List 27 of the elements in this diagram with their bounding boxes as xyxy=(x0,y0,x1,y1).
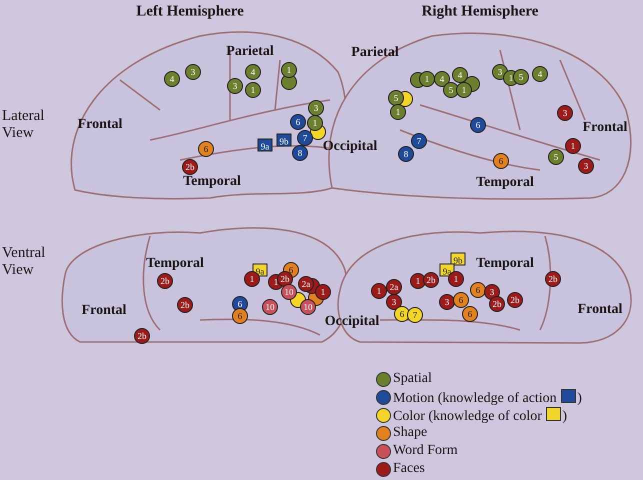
callout-number: 9a xyxy=(440,264,454,276)
lobe-label: Temporal xyxy=(476,256,534,272)
callout-number: 9b xyxy=(276,134,292,146)
lobe-label: Frontal xyxy=(578,302,622,318)
lobe-label: Temporal xyxy=(476,175,534,191)
lobe-label: Parietal xyxy=(351,45,399,61)
callout-number: 9b xyxy=(450,252,466,266)
legend-label: Motion (knowledge of action ) xyxy=(393,389,582,407)
lobe-label: Frontal xyxy=(82,303,126,319)
callout-number: 9a xyxy=(258,138,272,152)
view-label: Ventral View xyxy=(2,245,46,279)
lobe-label: Frontal xyxy=(78,117,122,133)
lobe-label: Occipital xyxy=(324,314,380,330)
lobe-label: Parietal xyxy=(226,44,274,60)
callout-number: 9a xyxy=(252,264,268,276)
lobe-label: Temporal xyxy=(146,256,204,272)
legend-label: Shape xyxy=(393,425,428,441)
view-label: Lateral View xyxy=(2,108,46,142)
legend-label: Word Form xyxy=(393,443,458,459)
lobe-label: Occipital xyxy=(322,139,378,155)
lobe-label: Temporal xyxy=(183,174,241,190)
legend-label: Color (knowledge of color ) xyxy=(393,407,568,425)
hemisphere-heading: Right Hemisphere xyxy=(422,4,538,20)
legend-label: Spatial xyxy=(393,371,432,387)
hemisphere-heading: Left Hemisphere xyxy=(136,4,244,20)
legend-label: Faces xyxy=(393,461,425,477)
lobe-label: Frontal xyxy=(582,120,628,136)
